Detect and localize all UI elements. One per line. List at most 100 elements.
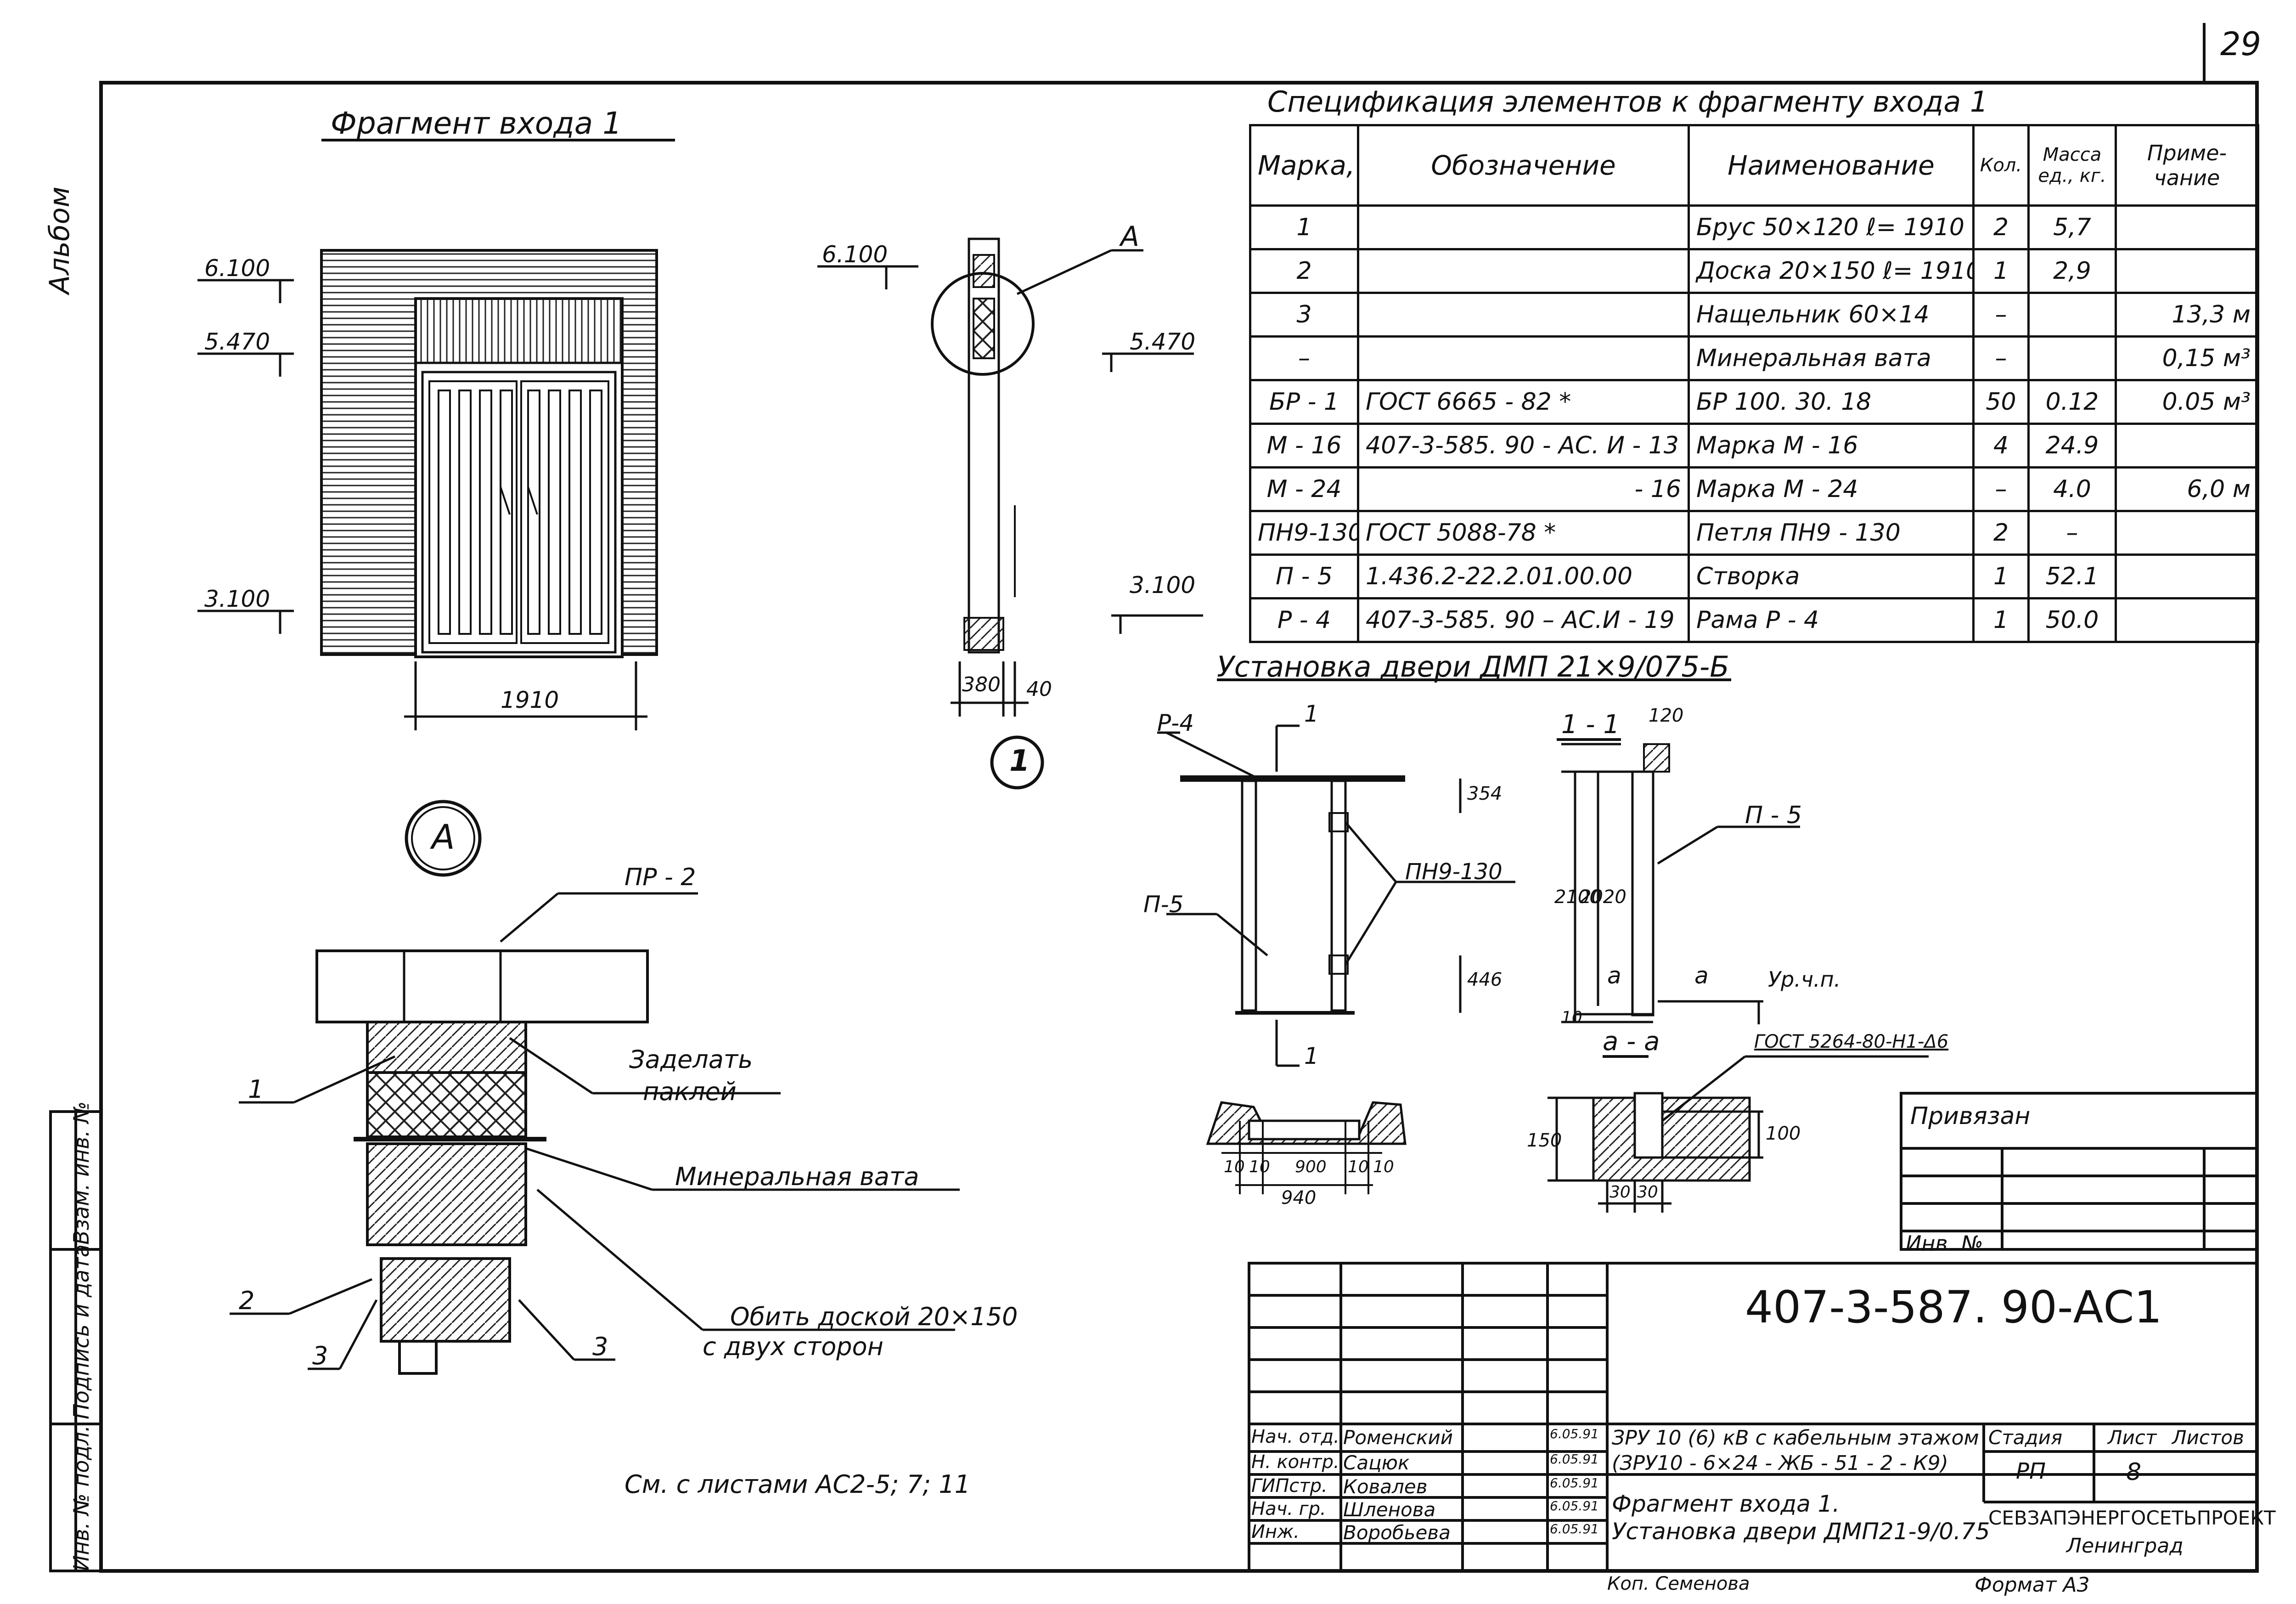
spec-cell: 2 — [1249, 248, 1359, 294]
hdr-note: Приме- чание — [2115, 124, 2259, 207]
spec-cell: М - 24 — [1249, 466, 1359, 512]
sec11-title: 1 - 1 — [1561, 710, 1620, 740]
sec11-level: Ур.ч.п. — [1768, 967, 1841, 992]
dim-380: 380 — [962, 673, 1001, 696]
spec-cell — [2115, 597, 2259, 643]
spec-cell: ГОСТ 5088-78 * — [1357, 510, 1690, 556]
spec-cell: 4.0 — [2027, 466, 2117, 512]
sec-level-5470: 5.470 — [1130, 328, 1196, 355]
level-5470: 5.470 — [204, 328, 270, 355]
stamp-role: Нач. отд. — [1251, 1426, 1339, 1447]
sheet-number: 29 — [2220, 25, 2262, 63]
stamp-sheet-title2: Установка двери ДМП21-9/0.75 — [1612, 1518, 1990, 1545]
spec-cell — [2027, 335, 2117, 381]
stamp-stage: РП — [2016, 1458, 2046, 1484]
aa-title: а - а — [1603, 1027, 1660, 1056]
spec-cell: 4 — [1972, 423, 2030, 469]
left-strip — [49, 1110, 102, 1572]
note-minvata: Минеральная вата — [675, 1162, 919, 1191]
sec-level-6100: 6.100 — [822, 241, 888, 268]
sec11-a1: а — [1607, 962, 1621, 989]
pos-2: 2 — [239, 1286, 255, 1315]
stamp-date: 6.05.91 — [1550, 1452, 1599, 1467]
aa-150: 150 — [1527, 1130, 1562, 1151]
stamp-role: Нач. гр. — [1251, 1498, 1326, 1519]
spec-cell: – — [1972, 335, 2030, 381]
refs-note: См. с листами АС2-5; 7; 11 — [625, 1470, 971, 1499]
detail-a-a — [1548, 1055, 1929, 1213]
plan-940: 940 — [1281, 1187, 1317, 1209]
left-strip-1: Инв. № подл. — [69, 1425, 94, 1571]
spec-cell: 1 — [1972, 553, 2030, 599]
spec-cell — [2115, 510, 2259, 556]
door-cut-1a: 1 — [1304, 700, 1319, 727]
spec-cell: – — [1972, 292, 2030, 338]
door-p5: П-5 — [1143, 891, 1184, 918]
hdr-mark: Марка, поз. — [1249, 124, 1359, 207]
door-title: Установка двери ДМП 21×9/075-Б — [1217, 650, 1729, 683]
node-a-marker: А — [432, 818, 455, 857]
spec-cell: 407-3-585. 90 - АС. И - 13 — [1357, 423, 1690, 469]
spec-cell — [2115, 423, 2259, 469]
stamp-name: Роменский — [1343, 1426, 1453, 1449]
stamp-name: Воробьева — [1343, 1521, 1451, 1544]
spec-cell — [1357, 248, 1690, 294]
node-a — [230, 800, 960, 1375]
fragment-title: Фрагмент входа 1 — [331, 106, 622, 141]
hdr-designation: Обозначение — [1357, 124, 1690, 207]
spec-cell — [1357, 335, 1690, 381]
spec-cell: Минеральная вата — [1688, 335, 1975, 381]
spec-cell: 1 — [1249, 204, 1359, 250]
pos-3b: 3 — [592, 1332, 608, 1361]
spec-cell: ГОСТ 6665 - 82 * — [1357, 379, 1690, 425]
stamp-date: 6.05.91 — [1550, 1426, 1599, 1441]
spec-cell: 5,7 — [2027, 204, 2117, 250]
door-elevation — [1157, 724, 1515, 1067]
fragment-elevation — [197, 139, 675, 730]
spec-cell: БР 100. 30. 18 — [1688, 379, 1975, 425]
width-1910: 1910 — [501, 687, 559, 713]
sec-level-3100: 3.100 — [1130, 572, 1196, 599]
spec-cell: Марка М - 16 — [1688, 423, 1975, 469]
album-label: Альбом — [44, 186, 76, 294]
spec-cell: 0.12 — [2027, 379, 2117, 425]
stamp-stage-hdr: Стадия — [1988, 1426, 2063, 1449]
spec-title: Спецификация элементов к фрагменту входа… — [1267, 85, 1988, 119]
spec-cell: – — [1249, 335, 1359, 381]
door-354: 354 — [1467, 783, 1503, 804]
spec-cell: 1.436.2-22.2.01.00.00 — [1357, 553, 1690, 599]
door-section — [1561, 743, 1800, 1024]
spec-cell — [2027, 292, 2117, 338]
stamp-lines — [1248, 1092, 2258, 1572]
spec-cell — [2115, 248, 2259, 294]
aa-30a: 30 — [1609, 1183, 1631, 1202]
plan-d5: 10 — [1373, 1158, 1394, 1176]
note-zadelat: Заделать — [629, 1045, 753, 1074]
stamp-privyazan: Привязан — [1910, 1102, 2031, 1130]
sec11-120: 120 — [1649, 705, 1684, 726]
note-dvuh: с двух сторон — [703, 1332, 884, 1361]
aa-100: 100 — [1766, 1123, 1801, 1144]
note-pakley: паклей — [643, 1077, 737, 1106]
hdr-mass: Масса ед., кг. — [2027, 124, 2117, 207]
spec-cell — [2115, 553, 2259, 599]
stamp-role: ГИПстр. — [1251, 1475, 1328, 1497]
stamp-object: ЗРУ 10 (6) кВ с кабельным этажом — [1612, 1426, 1979, 1450]
spec-cell: 50.0 — [2027, 597, 2117, 643]
spec-cell — [1357, 292, 1690, 338]
spec-header-row: Марка, поз. Обозначение Наименование Кол… — [1249, 124, 2259, 207]
spec-row: –Минеральная вата–0,15 м³ — [1249, 335, 2259, 381]
stamp-code: 407-3-587. 90-АС1 — [1745, 1282, 2162, 1333]
stamp-role: Инж. — [1251, 1521, 1300, 1542]
stamp-sheet-hdr: Лист — [2108, 1426, 2157, 1449]
spec-cell: Р - 4 — [1249, 597, 1359, 643]
spec-cell — [2115, 204, 2259, 250]
spec-cell: 52.1 — [2027, 553, 2117, 599]
spec-cell: - 16 — [1357, 466, 1690, 512]
